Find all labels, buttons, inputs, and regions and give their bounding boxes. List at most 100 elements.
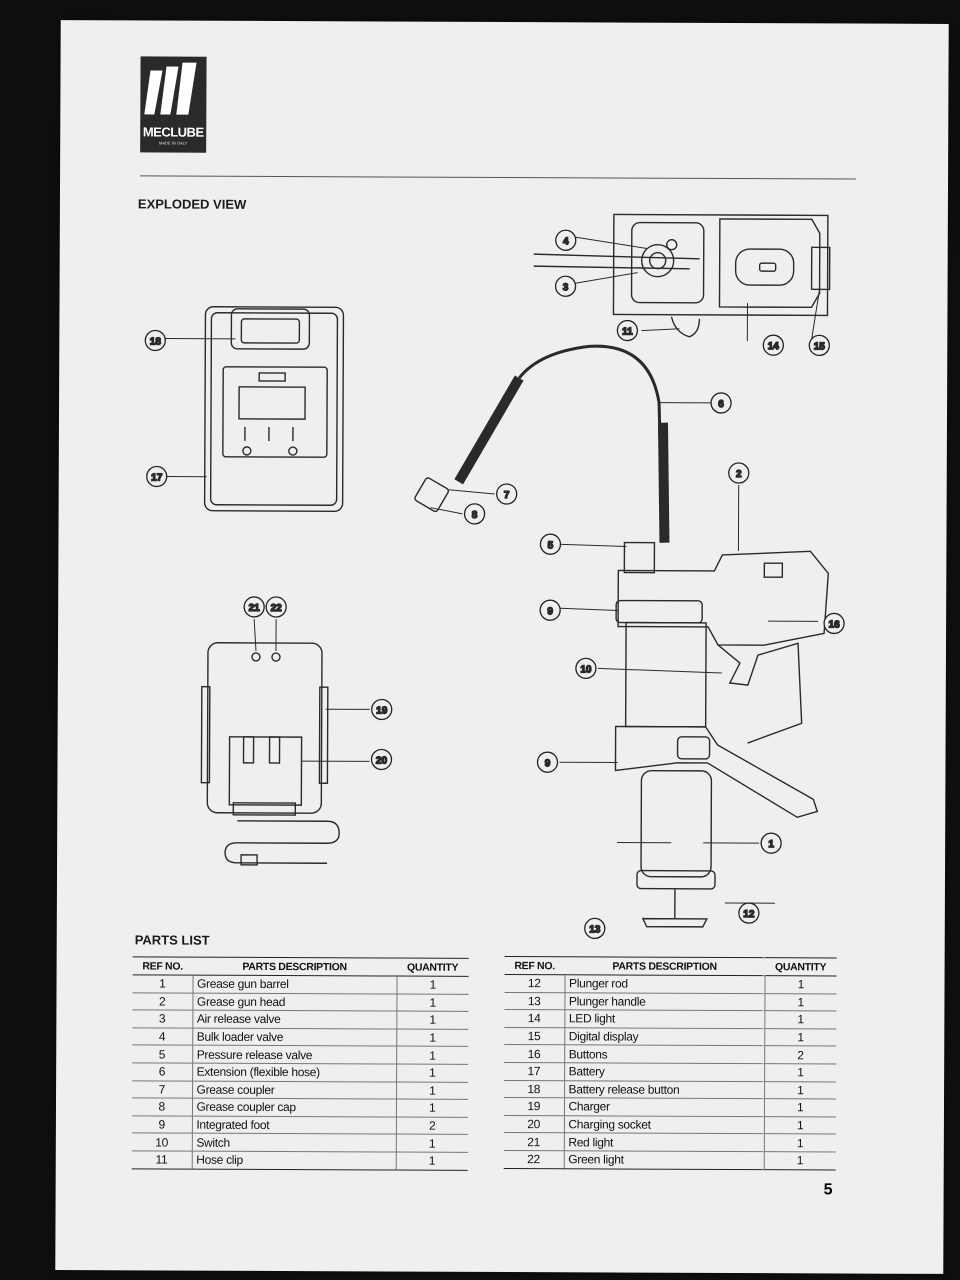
part-qty: 1 bbox=[396, 1028, 469, 1047]
callout-5: 5 bbox=[539, 533, 562, 555]
svg-text:15: 15 bbox=[814, 341, 826, 352]
part-desc: Plunger rod bbox=[564, 974, 765, 994]
part-qty: 1 bbox=[396, 1064, 469, 1082]
part-ref: 7 bbox=[132, 1080, 193, 1099]
svg-text:9: 9 bbox=[547, 606, 553, 617]
part-qty: 1 bbox=[764, 1063, 837, 1082]
part-desc: Plunger handle bbox=[564, 992, 765, 1011]
brand-logo: MECLUBE MADE IN ITALY bbox=[140, 56, 207, 153]
svg-text:13: 13 bbox=[589, 924, 601, 935]
part-desc: Battery release button bbox=[564, 1080, 765, 1099]
gun-head-top-view bbox=[533, 213, 831, 338]
col-quantity: QUANTITY bbox=[396, 958, 469, 977]
part-qty: 1 bbox=[763, 1098, 837, 1117]
part-qty: 1 bbox=[396, 1081, 469, 1100]
part-ref: 11 bbox=[131, 1150, 192, 1169]
svg-text:22: 22 bbox=[271, 603, 283, 614]
charger-drawing bbox=[200, 642, 340, 866]
callout-20: 20 bbox=[370, 748, 393, 771]
part-ref: 19 bbox=[503, 1097, 565, 1116]
part-desc: Integrated foot bbox=[191, 1115, 396, 1135]
part-desc: Charging socket bbox=[563, 1115, 764, 1134]
part-desc: Pressure release valve bbox=[192, 1045, 397, 1065]
part-ref: 15 bbox=[504, 1027, 565, 1046]
part-desc: Switch bbox=[191, 1133, 396, 1152]
part-desc: Hose clip bbox=[191, 1151, 396, 1170]
part-qty: 1 bbox=[395, 1099, 469, 1118]
part-qty: 1 bbox=[395, 1134, 468, 1153]
svg-text:6: 6 bbox=[718, 399, 724, 410]
svg-text:11: 11 bbox=[622, 327, 633, 338]
battery-drawing bbox=[203, 306, 345, 512]
part-qty: 1 bbox=[764, 1028, 837, 1047]
part-ref: 10 bbox=[131, 1133, 192, 1152]
part-qty: 1 bbox=[764, 993, 837, 1012]
part-ref: 2 bbox=[132, 992, 193, 1011]
part-desc: Grease gun barrel bbox=[192, 975, 397, 994]
part-ref: 1 bbox=[132, 974, 193, 993]
col-parts-description: PARTS DESCRIPTION bbox=[192, 957, 397, 977]
part-ref: 3 bbox=[132, 1010, 193, 1028]
part-ref: 6 bbox=[132, 1062, 193, 1081]
callout-2: 2 bbox=[728, 462, 750, 484]
part-ref: 21 bbox=[503, 1132, 564, 1151]
part-qty: 1 bbox=[764, 1010, 837, 1029]
part-desc: Bulk loader valve bbox=[192, 1027, 397, 1047]
parts-list-title: PARTS LIST bbox=[134, 932, 210, 948]
svg-text:21: 21 bbox=[249, 603, 261, 614]
callout-10: 10 bbox=[575, 657, 597, 680]
logo-mark-icon bbox=[144, 62, 197, 115]
part-ref: 16 bbox=[504, 1044, 565, 1063]
part-qty: 2 bbox=[764, 1046, 837, 1064]
col-ref-no: REF NO. bbox=[504, 956, 565, 975]
col-parts-description: PARTS DESCRIPTION bbox=[564, 956, 765, 976]
callout-17: 17 bbox=[146, 465, 168, 488]
callout-13: 13 bbox=[584, 917, 606, 940]
part-ref: 22 bbox=[503, 1150, 564, 1169]
part-qty: 1 bbox=[395, 1151, 468, 1170]
col-ref-no: REF NO. bbox=[132, 956, 193, 976]
svg-text:1: 1 bbox=[768, 839, 774, 850]
callout-21: 21 bbox=[243, 596, 265, 618]
part-desc: Grease coupler cap bbox=[191, 1098, 397, 1117]
part-qty: 1 bbox=[396, 993, 469, 1012]
flexible-hose-drawing bbox=[414, 344, 670, 543]
part-desc: Green light bbox=[563, 1150, 764, 1170]
part-qty: 1 bbox=[396, 1011, 469, 1030]
callout-4: 4 bbox=[555, 229, 577, 251]
svg-text:12: 12 bbox=[743, 909, 755, 920]
grease-gun-body-drawing bbox=[614, 541, 830, 928]
part-qty: 1 bbox=[763, 1116, 836, 1135]
callout-9-upper: 9 bbox=[539, 599, 561, 621]
svg-text:8: 8 bbox=[472, 510, 478, 521]
part-ref: 18 bbox=[504, 1080, 565, 1098]
part-desc: Red light bbox=[563, 1133, 764, 1152]
part-qty: 2 bbox=[395, 1116, 468, 1135]
manual-page: MECLUBE MADE IN ITALY EXPLODED VIEW bbox=[55, 20, 949, 1274]
callout-19: 19 bbox=[371, 698, 393, 721]
svg-text:3: 3 bbox=[563, 282, 569, 293]
col-quantity: QUANTITY bbox=[764, 957, 837, 976]
svg-text:17: 17 bbox=[151, 472, 163, 483]
part-desc: Digital display bbox=[564, 1027, 765, 1047]
callout-12: 12 bbox=[738, 902, 760, 924]
part-ref: 12 bbox=[504, 974, 565, 993]
svg-text:2: 2 bbox=[736, 469, 742, 480]
callout-15: 15 bbox=[808, 334, 830, 357]
